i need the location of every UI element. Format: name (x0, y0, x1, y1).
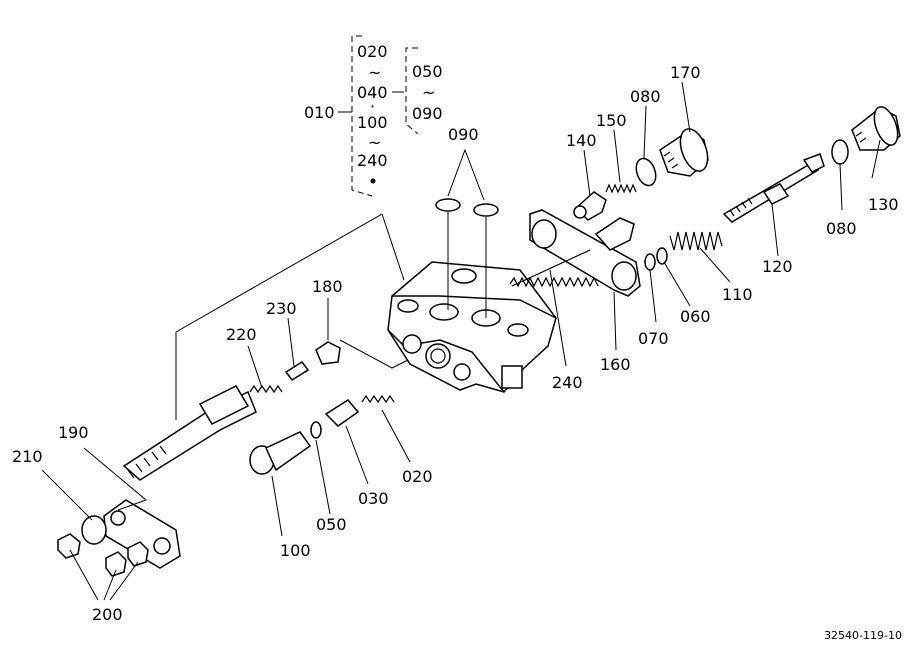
nuts-200 (57, 533, 149, 577)
label-110: 110 (722, 285, 753, 304)
label-240: 240 (552, 373, 583, 392)
label-010: 010 (304, 103, 335, 122)
label-060: 060 (680, 307, 711, 326)
figure-code: 32540-119-10 (824, 629, 902, 642)
o-ring-090-left (435, 198, 461, 212)
tilde-2: ~ (368, 133, 381, 152)
valve-body (387, 261, 557, 393)
spring-020 (361, 394, 395, 404)
washer-070 (644, 253, 656, 271)
spool-030 (324, 399, 360, 427)
label-180: 180 (312, 277, 343, 296)
label-080-right: 080 (826, 219, 857, 238)
washer-210 (81, 515, 107, 545)
tilde-1: ~ (368, 63, 381, 82)
label-130: 130 (868, 195, 899, 214)
group-bracket-010 (338, 35, 376, 197)
group-bracket-040 (392, 47, 419, 135)
label-090: 090 (448, 125, 479, 144)
label-080-upper: 080 (630, 87, 661, 106)
o-ring-060 (656, 247, 668, 265)
range-dot: · (370, 97, 375, 116)
spring-150 (605, 183, 637, 194)
label-190: 190 (58, 423, 89, 442)
label-200: 200 (92, 605, 123, 624)
bolt-assembly (122, 385, 257, 481)
label-210: 210 (12, 447, 43, 466)
o-ring-080-upper (635, 157, 657, 187)
label-070: 070 (638, 329, 669, 348)
tilde-3: ~ (422, 83, 435, 102)
label-120: 120 (762, 257, 793, 276)
label-100: 100 (280, 541, 311, 560)
plug-100 (249, 431, 312, 475)
spool-230 (284, 360, 310, 382)
label-230: 230 (266, 299, 297, 318)
plate-160 (529, 209, 641, 297)
label-050: 050 (316, 515, 347, 534)
label-020-range: 020 (357, 42, 388, 61)
label-040-range: 040 (357, 83, 388, 102)
assembly-line-010 (175, 213, 383, 420)
label-160: 160 (600, 355, 631, 374)
spring-220 (249, 384, 283, 394)
o-ring-080-right (831, 139, 849, 165)
rod-120 (722, 153, 825, 223)
label-150: 150 (596, 111, 627, 130)
plug-130 (851, 106, 901, 151)
label-100-range: 100 (357, 113, 388, 132)
spring-110 (669, 231, 723, 251)
label-240-range: 240 (357, 151, 388, 170)
label-140: 140 (566, 131, 597, 150)
spring-240 (509, 249, 599, 288)
o-ring-090-right (473, 203, 499, 217)
label-020: 020 (402, 467, 433, 486)
fitting-180 (315, 341, 341, 365)
label-050-range: 050 (412, 62, 443, 81)
label-170: 170 (670, 63, 701, 82)
plug-170 (659, 128, 709, 177)
label-220: 220 (226, 325, 257, 344)
piston-140 (573, 191, 607, 221)
o-ring-050 (310, 421, 322, 439)
label-090-range: 090 (412, 104, 443, 123)
link-plate-190 (103, 499, 181, 569)
label-030: 030 (358, 489, 389, 508)
